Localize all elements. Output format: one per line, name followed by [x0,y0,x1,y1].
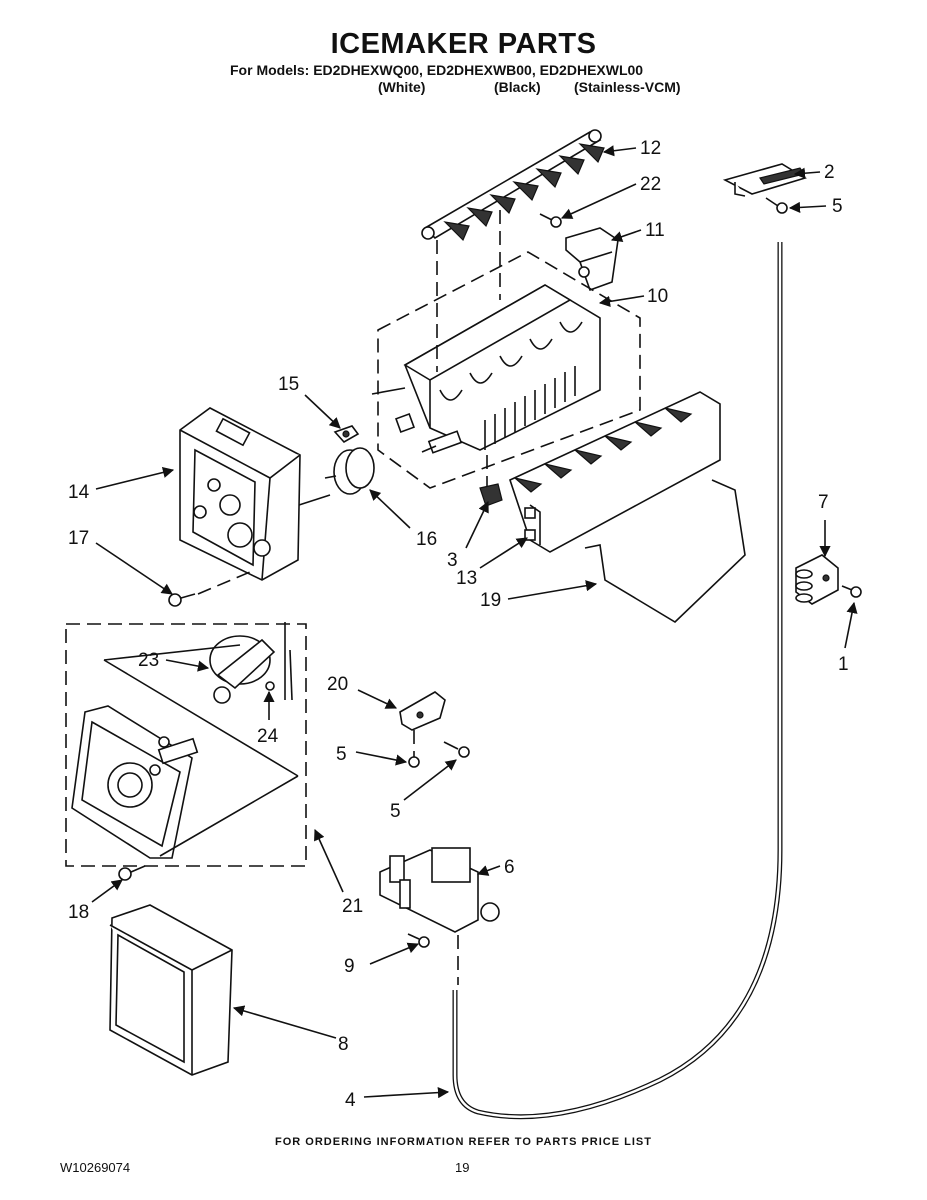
callout-22: 22 [640,174,661,195]
callout-1: 1 [838,654,849,675]
callout-16: 16 [416,529,437,550]
callout-12: 12 [640,138,661,159]
callout-15: 15 [278,374,299,395]
part-3-clip [479,483,503,507]
part-4-water-tube [452,242,783,1120]
callout-4: 4 [345,1090,356,1111]
part-11-bracket [565,227,619,292]
callout-24: 24 [257,726,279,747]
variant-stainless: (Stainless-VCM) [574,79,681,95]
part-22-screw [539,213,562,228]
part-7-tube-clip [795,554,839,605]
callout-2: 2 [824,162,835,183]
part-5-screw-top [765,197,788,214]
part-16-motor [324,447,375,495]
part-15-clip [333,425,360,444]
part-17-screw [168,593,196,607]
callout-labels: 12 22 11 10 2 5 15 14 16 3 13 19 17 7 1 … [68,138,849,1111]
callout-9: 9 [344,956,355,977]
part-18-screw [118,865,146,881]
part-21-kit-outline [65,623,307,867]
part-2-tube-clamp [722,163,807,197]
part-10-mold-assembly [371,251,641,489]
callout-23: 23 [138,650,159,671]
callout-17: 17 [68,528,89,549]
callout-11: 11 [645,220,665,241]
part-13-ice-stripper [509,391,721,553]
part-19-shutoff-arm [584,479,746,624]
variant-black: (Black) [494,79,541,95]
part-5-screws-center [408,730,470,768]
part-9-screw [407,933,430,948]
callout-20: 20 [327,674,348,695]
part-1-screw [841,585,862,598]
callout-6: 6 [504,857,515,878]
part-23-motor [209,622,293,704]
document-id: W10269074 [60,1160,131,1175]
part-24-screw [265,681,275,691]
callout-21: 21 [342,896,363,917]
callout-7: 7 [818,492,829,513]
callout-13: 13 [456,568,477,589]
part-20-bracket [399,691,446,731]
part-6-water-valve [379,847,500,933]
callout-19: 19 [480,590,501,611]
callout-5-low: 5 [390,801,401,822]
callout-10: 10 [647,286,668,307]
callout-5-top: 5 [832,196,843,217]
callout-leaders [91,145,858,1099]
callout-18: 18 [68,902,89,923]
page-number: 19 [455,1160,470,1175]
callout-14: 14 [68,482,90,503]
callout-5-mid: 5 [336,744,347,765]
variant-white: (White) [378,79,426,95]
part-14-housing [179,407,331,581]
callout-8: 8 [338,1034,349,1055]
models-line: For Models: ED2DHEXWQ00, ED2DHEXWB00, ED… [230,62,644,78]
callout-3: 3 [447,550,458,571]
ordering-note: FOR ORDERING INFORMATION REFER TO PARTS … [275,1136,652,1148]
part-12-ejector-rail [421,129,605,242]
page-title: ICEMAKER PARTS [330,28,597,60]
part-8-front-cover [109,904,233,1076]
part-21-support-plate [71,705,199,859]
